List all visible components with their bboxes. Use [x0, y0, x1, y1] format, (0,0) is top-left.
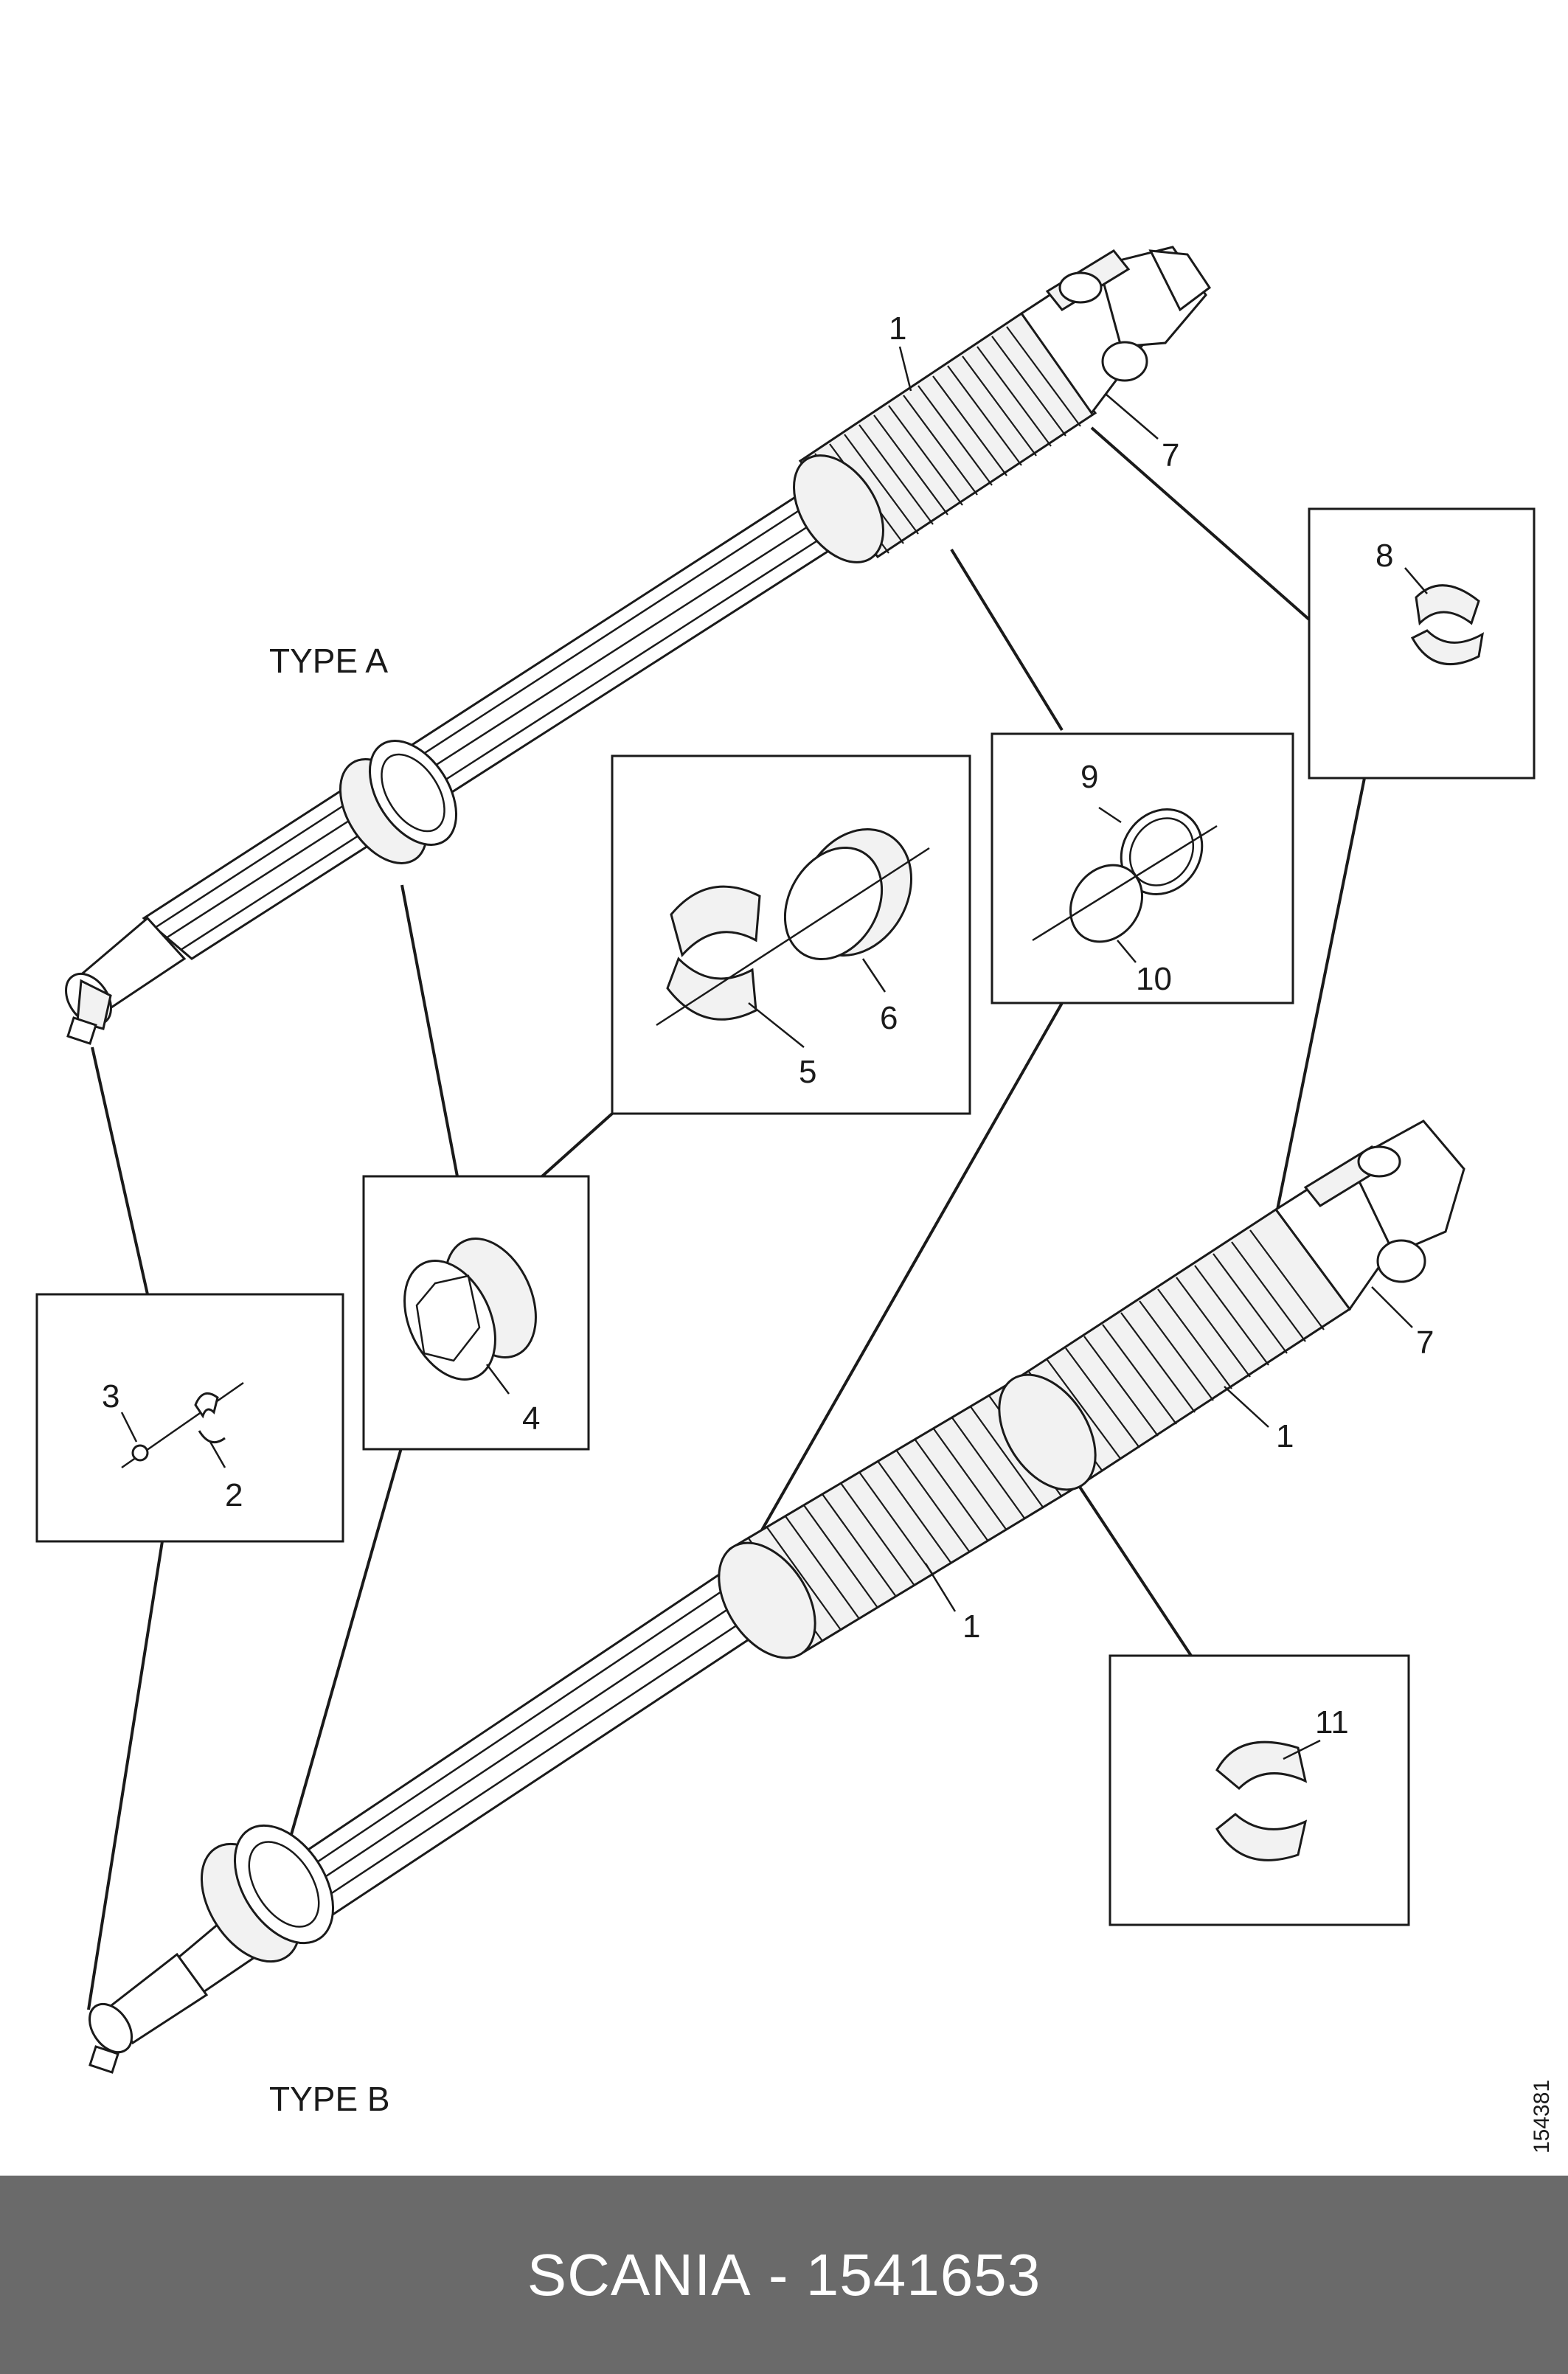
type-b-label: TYPE B	[269, 2080, 390, 2118]
type-b-shaft	[88, 1120, 1465, 2074]
callout-4: 4	[522, 1401, 540, 1437]
callout-labels: TYPE A TYPE B 1 7 8 9 10 6 5 4 3 2 7 1 1…	[102, 310, 1554, 2153]
type-b-universal-joint	[1274, 1120, 1465, 1311]
detail-box-parts-5-6	[611, 754, 971, 1115]
detail-box-part-8	[1308, 507, 1536, 780]
callout-7-top: 7	[1162, 437, 1179, 473]
footer-banner: SCANIA - 1541653	[0, 2176, 1568, 2374]
callout-1-low: 1	[962, 1608, 980, 1645]
leader-lines	[87, 426, 1366, 2010]
callout-10: 10	[1136, 961, 1172, 997]
callout-8: 8	[1376, 538, 1393, 574]
callout-5: 5	[799, 1054, 816, 1090]
callout-1-mid: 1	[1276, 1418, 1294, 1454]
detail-box-parts-9-10	[991, 732, 1294, 1004]
type-a-label: TYPE A	[269, 642, 388, 680]
callout-2: 2	[225, 1477, 243, 1513]
callout-9: 9	[1080, 759, 1098, 795]
callout-3: 3	[102, 1378, 119, 1415]
detail-box-part-4	[362, 1175, 590, 1451]
callout-11: 11	[1315, 1704, 1349, 1740]
detail-box-part-11	[1109, 1654, 1410, 1926]
callout-7-bottom: 7	[1416, 1325, 1434, 1361]
footer-separator: -	[751, 2241, 806, 2308]
footer-brand: SCANIA	[527, 2241, 752, 2308]
type-a-universal-joint	[1019, 246, 1212, 415]
type-a-shaft	[65, 246, 1212, 1045]
type-a-bellows	[793, 311, 1097, 563]
type-b-upper-bellows	[998, 1207, 1352, 1491]
callout-1-top: 1	[889, 310, 906, 347]
footer-part-number: 1541653	[805, 2241, 1041, 2308]
document-number: 154381	[1530, 2080, 1554, 2153]
exploded-parts-diagram: TYPE A TYPE B 1 7 8 9 10 6 5 4 3 2 7 1 1…	[35, 246, 1554, 2153]
callout-6: 6	[880, 1000, 898, 1036]
detail-box-parts-2-3	[35, 1293, 344, 1543]
